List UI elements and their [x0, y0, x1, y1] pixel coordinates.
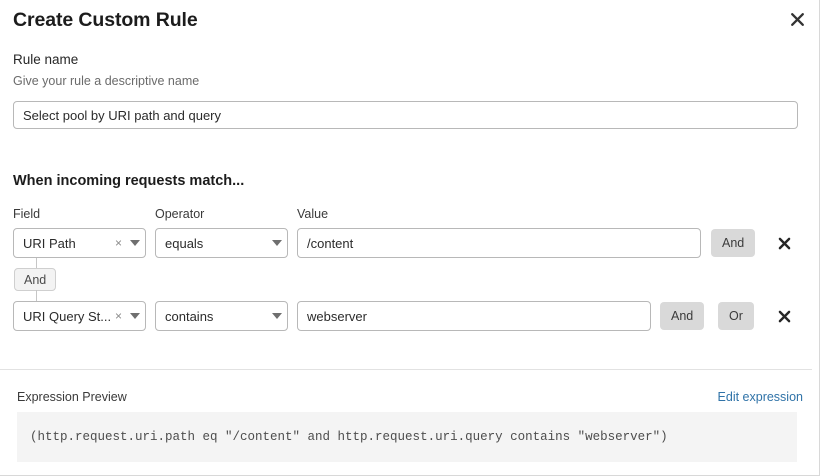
condition-connector-line-bottom: [36, 290, 37, 301]
chevron-down-icon[interactable]: [267, 240, 287, 246]
column-header-value: Value: [297, 207, 329, 221]
page-title: Create Custom Rule: [13, 9, 198, 31]
chevron-down-icon[interactable]: [125, 240, 145, 246]
section-divider: [0, 369, 812, 370]
operator-select-1[interactable]: contains: [155, 301, 288, 331]
close-icon: [778, 310, 790, 322]
value-input-1[interactable]: [297, 301, 651, 331]
field-select-1[interactable]: URI Query St... ×: [13, 301, 146, 331]
add-and-condition-button-0[interactable]: And: [711, 229, 756, 257]
condition-connector-line-top: [36, 258, 37, 269]
operator-select-0[interactable]: equals: [155, 228, 288, 258]
operator-select-value-0: equals: [165, 235, 204, 251]
column-header-operator: Operator: [155, 207, 205, 221]
chevron-down-icon[interactable]: [267, 313, 287, 319]
rule-name-hint: Give your rule a descriptive name: [13, 74, 200, 88]
expression-preview-code: (http.request.uri.path eq "/content" and…: [17, 412, 797, 462]
operator-select-value-1: contains: [165, 308, 214, 324]
group-connector-and-chip[interactable]: And: [14, 268, 57, 291]
close-icon: [790, 12, 804, 26]
value-input-0[interactable]: [297, 228, 701, 258]
expression-preview-label: Expression Preview: [17, 390, 127, 404]
remove-condition-button-1[interactable]: [772, 303, 796, 329]
rule-name-label: Rule name: [13, 52, 79, 67]
remove-condition-button-0[interactable]: [772, 230, 796, 256]
rule-name-input[interactable]: [13, 101, 798, 129]
field-select-0[interactable]: URI Path ×: [13, 228, 146, 258]
column-header-field: Field: [13, 207, 41, 221]
clear-icon[interactable]: ×: [114, 309, 122, 323]
chevron-down-icon[interactable]: [125, 313, 145, 319]
add-and-condition-button-1[interactable]: And: [660, 302, 705, 330]
edit-expression-link[interactable]: Edit expression: [717, 390, 803, 404]
close-icon: [778, 237, 790, 249]
close-dialog-button[interactable]: [784, 6, 810, 32]
match-section-heading: When incoming requests match...: [13, 173, 245, 189]
clear-icon[interactable]: ×: [114, 236, 122, 250]
field-select-value-0: URI Path: [23, 235, 76, 251]
add-or-condition-button-1[interactable]: Or: [718, 302, 754, 330]
field-select-value-1: URI Query St...: [23, 308, 112, 324]
